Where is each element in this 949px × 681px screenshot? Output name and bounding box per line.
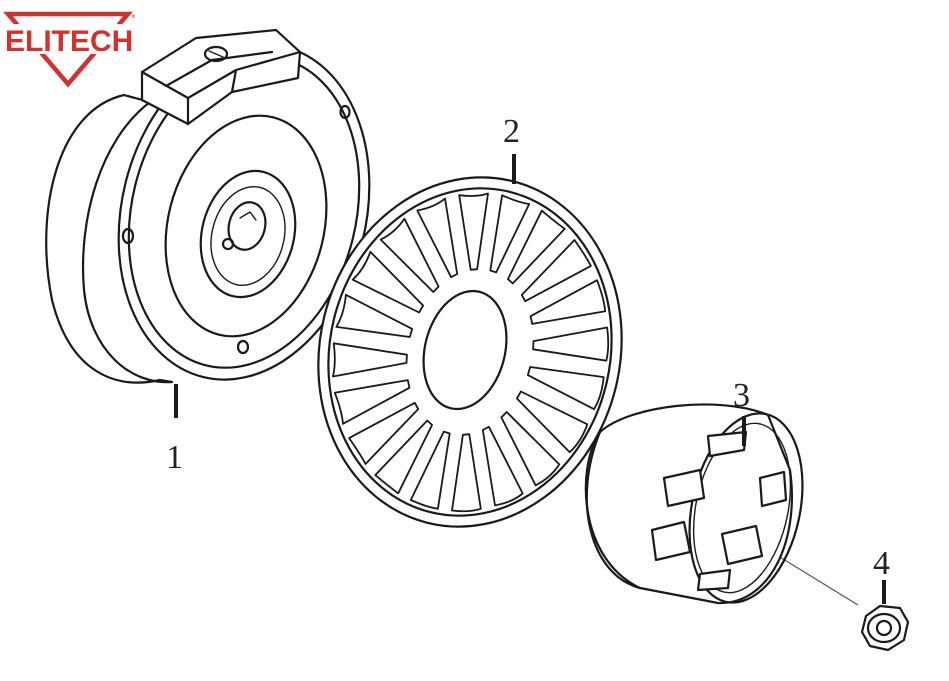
fan-blade [481,425,524,507]
logo-text: ELITECH [5,25,133,58]
fan-blade [520,239,592,303]
fan-blade [507,209,566,285]
fan-blade [500,411,561,487]
fan-part [317,154,623,528]
fan-blade [351,250,424,314]
logo-registered-mark: × [131,12,136,21]
fan-blade [416,197,459,279]
fan-blade [529,279,607,325]
fan-blade [451,433,482,513]
fan-blade [379,217,440,293]
fan-blade [374,419,433,495]
fan-blade [516,390,589,454]
callout-4: 4 [873,545,890,582]
fan-blade [489,194,531,274]
fan-blade [333,379,411,425]
fan-blade [409,430,451,510]
callout-3: 3 [733,377,750,414]
callout-1: 1 [166,439,183,476]
fan-blade [532,326,610,362]
fan-blade [335,293,414,338]
fan-blades [332,192,610,513]
fan-blade [332,342,408,378]
fan-blade [458,192,489,271]
fan-blade [348,401,420,465]
elitech-logo: ELITECH × [3,11,136,88]
flywheel-part [45,28,371,418]
fan-blade [526,366,605,411]
nut-part [860,580,910,652]
starter-cup-part [584,403,804,605]
callout-2: 2 [503,113,520,150]
